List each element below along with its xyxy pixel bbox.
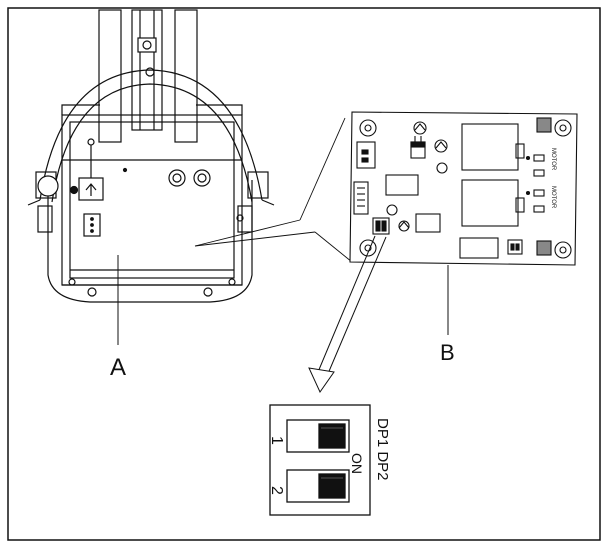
zoom-arrow: [308, 235, 387, 394]
diagram-frame: [7, 7, 601, 541]
control-board-b: [349, 111, 578, 266]
dip-switch-enlarged: [269, 404, 371, 516]
switch-number-1: 1: [268, 436, 285, 445]
motor-unit-a: [27, 9, 275, 303]
switch-on-label: ON: [349, 453, 365, 474]
dip-switch-title: DP1 DP2: [374, 418, 391, 481]
label-b: B: [440, 340, 455, 365]
label-a: A: [110, 354, 126, 381]
board-text-motor-top: MOTOR: [550, 148, 556, 171]
switch-number-2: 2: [268, 486, 285, 495]
zoom-projection-lines: [194, 117, 353, 263]
board-text-motor-bottom: MOTOR: [550, 186, 556, 209]
